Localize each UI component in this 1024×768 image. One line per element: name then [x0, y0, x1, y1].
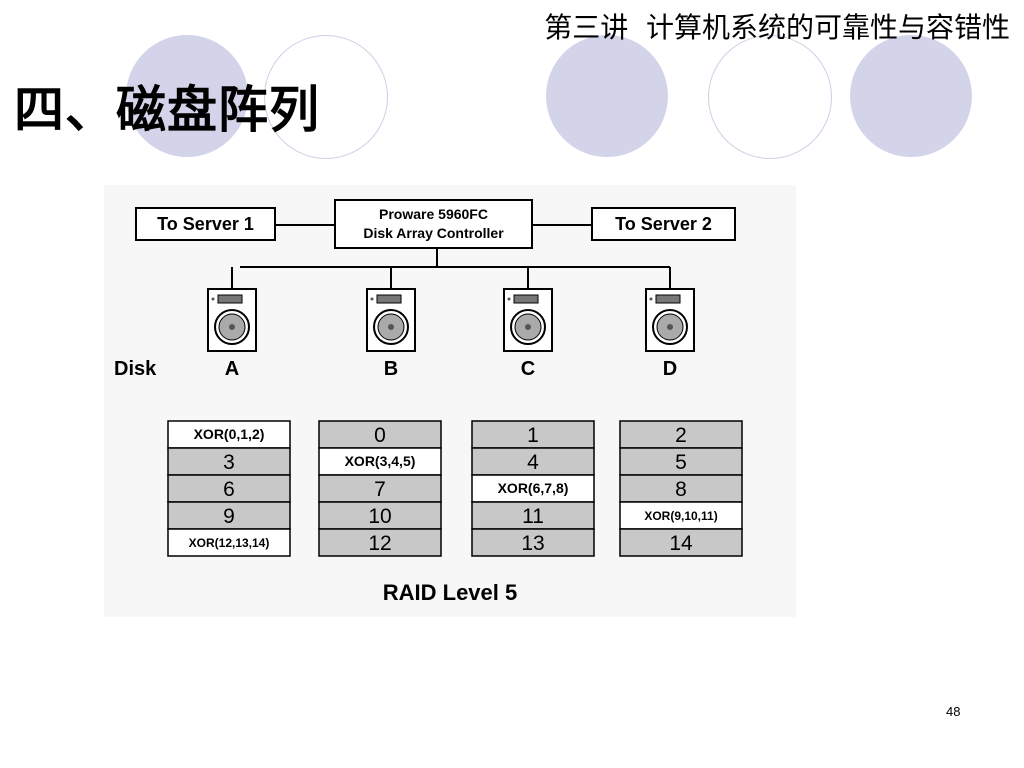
data-block-label: 14: [669, 532, 693, 555]
data-block: [318, 474, 442, 503]
data-block-label: 12: [368, 532, 391, 555]
data-block-label: 7: [374, 478, 386, 501]
controller-label-line1: Proware 5960FC: [379, 206, 488, 222]
controller-box: [334, 199, 533, 249]
data-block-label: 1: [527, 424, 539, 447]
data-block-label: 5: [675, 451, 687, 474]
data-block: [318, 501, 442, 530]
disk-id-b: B: [384, 358, 398, 380]
disk-id-d: D: [663, 358, 677, 380]
parity-block-label: XOR(0,1,2): [194, 426, 265, 442]
server-1-box: [135, 207, 276, 241]
decor-circle-4: [708, 35, 832, 159]
data-block-label: 11: [522, 505, 544, 528]
controller-label-line2: Disk Array Controller: [363, 225, 504, 241]
data-block: [619, 447, 743, 476]
data-block: [619, 528, 743, 557]
server-2-box: [591, 207, 736, 241]
data-block-label: 3: [223, 451, 235, 474]
data-block: [318, 420, 442, 449]
parity-block-label: XOR(12,13,14): [189, 536, 270, 550]
parity-block-label: XOR(9,10,11): [644, 509, 717, 523]
server-1-label: To Server 1: [157, 214, 254, 234]
decor-circle-1: [126, 35, 248, 157]
disk-id-a: A: [225, 358, 239, 380]
data-block: [167, 474, 291, 503]
decor-circle-2: [264, 35, 388, 159]
disk-icon-b: [366, 288, 416, 352]
data-block: [619, 474, 743, 503]
parity-block: [167, 528, 291, 557]
data-block: [167, 501, 291, 530]
data-block: [619, 420, 743, 449]
disk-icon-d: [645, 288, 695, 352]
diagram-caption: RAID Level 5: [383, 580, 518, 605]
data-block-label: 9: [223, 505, 235, 528]
raid-diagram: To Server 1 Proware 5960FC Disk Array Co…: [104, 185, 796, 617]
data-block-label: 6: [223, 478, 235, 501]
data-block: [318, 528, 442, 557]
data-block-label: 2: [675, 424, 687, 447]
parity-block-label: XOR(6,7,8): [498, 480, 569, 496]
parity-block: [471, 474, 595, 503]
data-block-label: 4: [527, 451, 539, 474]
slide-title: 四、磁盘阵列: [14, 80, 320, 139]
parity-block: [167, 420, 291, 449]
page-number: 48: [946, 704, 961, 719]
data-block: [471, 501, 595, 530]
parity-block: [619, 501, 743, 530]
decor-circle-5: [850, 35, 972, 157]
disk-icon-a: [207, 288, 257, 352]
data-block: [167, 447, 291, 476]
data-block: [471, 420, 595, 449]
parity-block: [318, 447, 442, 476]
lecture-header: 第三讲 计算机系统的可靠性与容错性: [544, 11, 1010, 44]
disk-row-label: Disk: [114, 358, 157, 380]
data-block-label: 10: [368, 505, 391, 528]
server-2-label: To Server 2: [615, 214, 712, 234]
parity-block-label: XOR(3,4,5): [345, 453, 416, 469]
data-block: [471, 528, 595, 557]
data-block-label: 13: [521, 532, 544, 555]
data-block-label: 8: [675, 478, 687, 501]
disk-icon-c: [503, 288, 553, 352]
decor-circle-3: [546, 35, 668, 157]
disk-id-c: C: [521, 358, 535, 380]
data-block-label: 0: [374, 424, 386, 447]
